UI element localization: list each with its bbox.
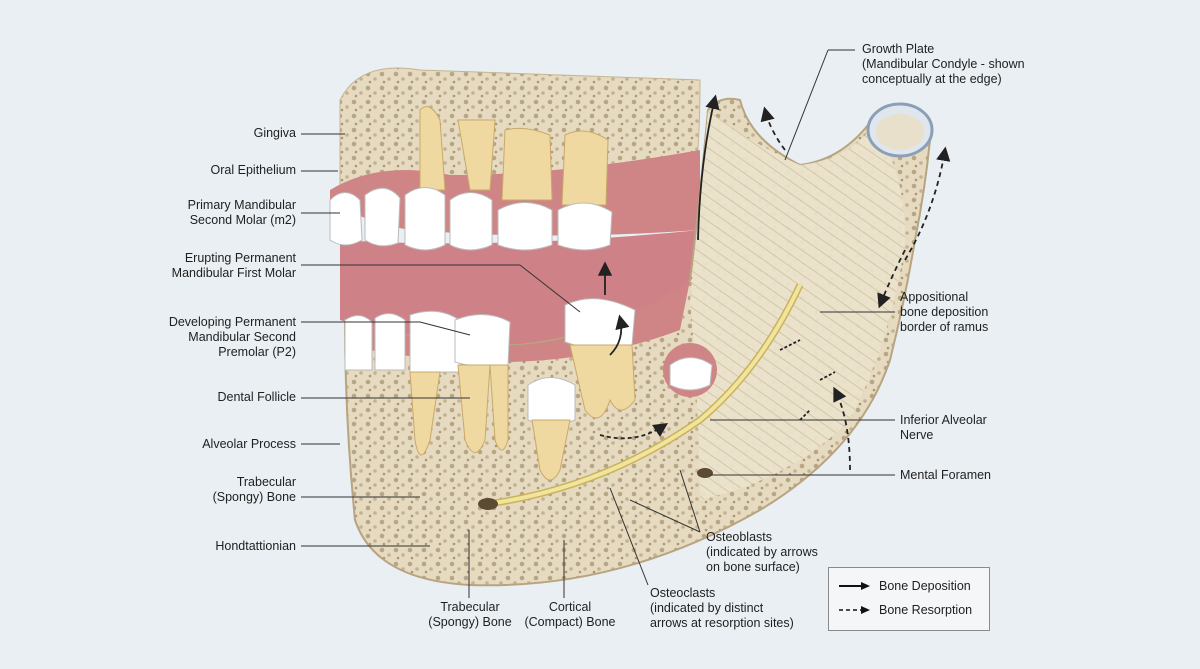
label-gingiva: Gingiva [253,126,296,140]
legend-resorption: Bone Resorption [839,603,972,617]
lower-teeth [344,298,717,481]
mental-foramen-opening [478,498,498,510]
legend-deposition-label: Bone Deposition [879,579,971,593]
legend-deposition: Bone Deposition [839,579,971,593]
bone-arrows [597,94,951,471]
label-mental-foramen: Mental Foramen [900,468,992,482]
label-cortical-bottom: Cortical(Compact) Bone [524,600,616,629]
upper-teeth [329,106,613,251]
label-dental-follicle: Dental Follicle [217,390,296,404]
legend-box: Bone Deposition Bone Resorption [828,567,990,631]
legend-resorption-label: Bone Resorption [879,603,973,617]
label-trabecular-left: Trabecular(Spongy) Bone [212,475,296,504]
label-hondtattionian: Hondtattionian [215,539,296,553]
dashed-arrow-icon [839,606,870,614]
leader-lines [301,49,895,598]
ramus-cortical [690,110,905,500]
label-trabecular-bottom: Trabecular(Spongy) Bone [428,600,512,629]
solid-arrow-icon [839,582,870,590]
label-oral-epithelium: Oral Epithelium [210,163,296,177]
label-alveolar-process: Alveolar Process [202,437,296,451]
